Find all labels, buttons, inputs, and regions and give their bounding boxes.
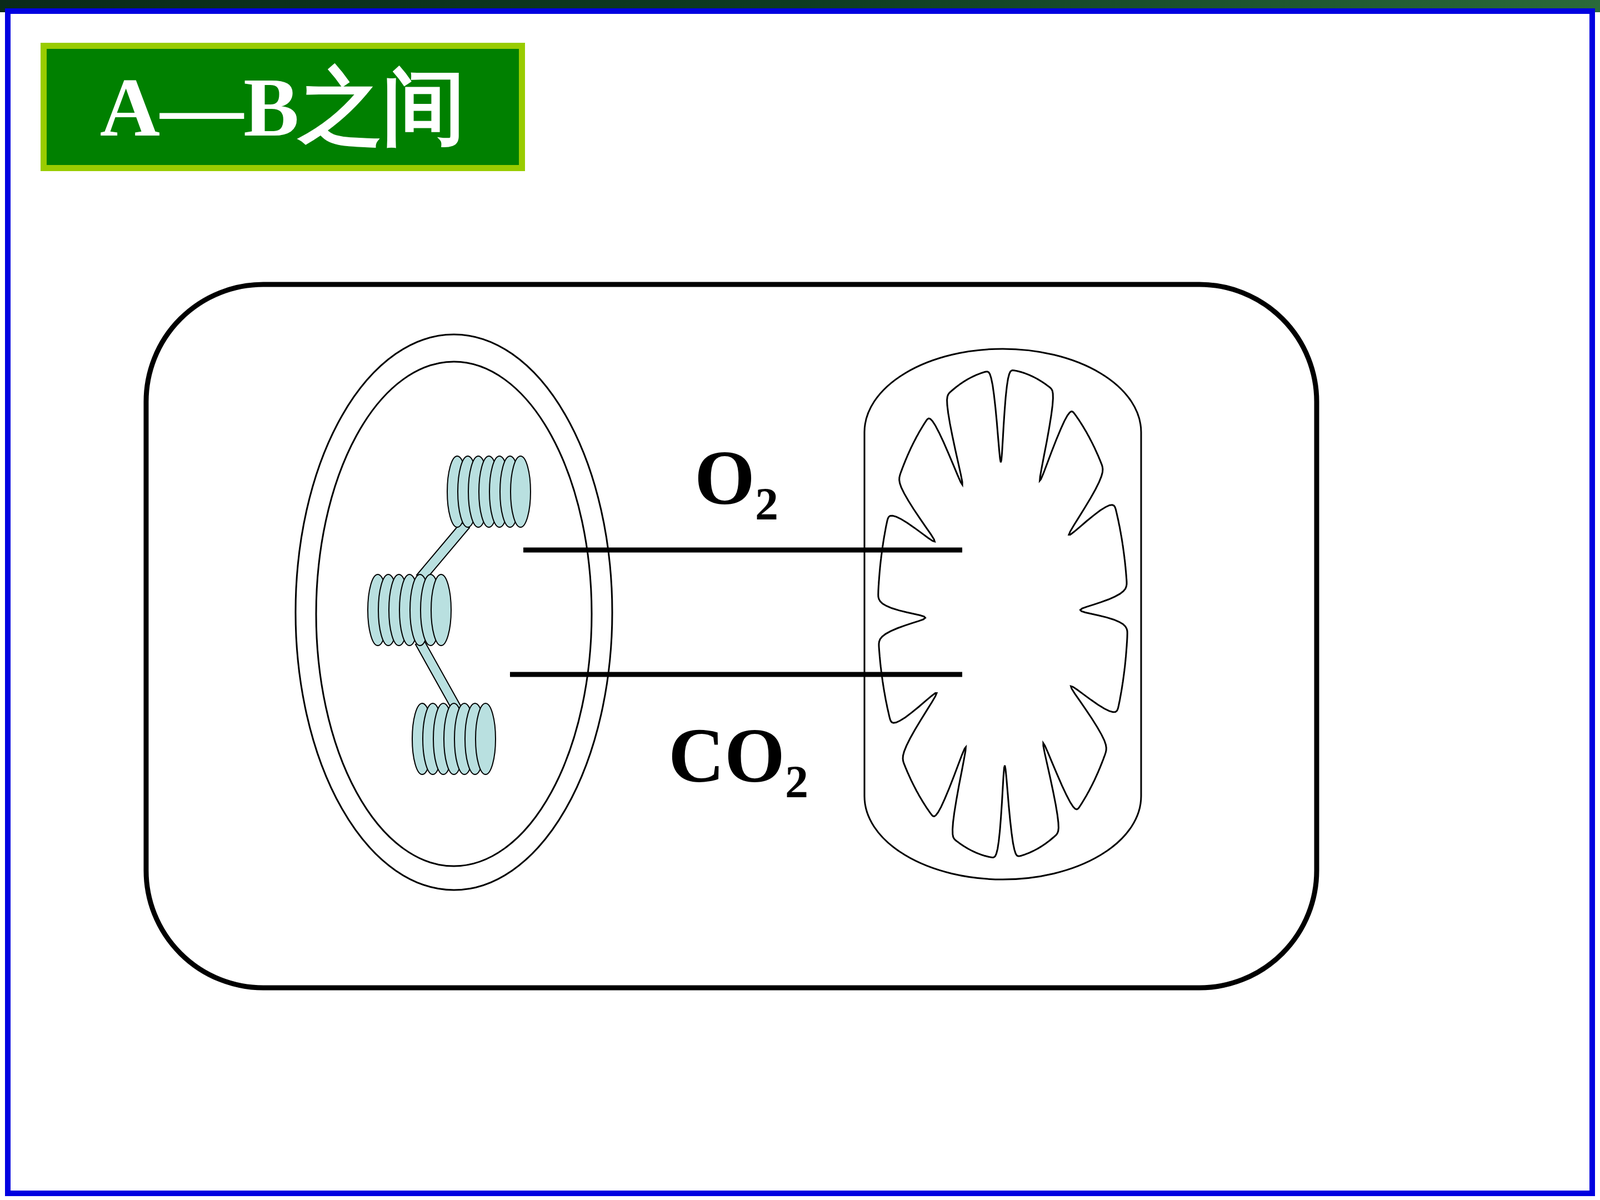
stroma-lamella <box>416 522 470 581</box>
stroma-lamella <box>415 640 462 712</box>
carbon-dioxide-arrow <box>510 672 963 678</box>
gas-label: CO₂ <box>668 716 809 795</box>
title-box: A—B之间 <box>40 42 525 172</box>
chloroplast-outer-membrane <box>295 334 613 890</box>
thylakoid-disc <box>475 703 496 775</box>
thylakoid-disc <box>431 574 452 646</box>
slide-frame <box>7 11 1593 1194</box>
cell-outline <box>146 284 1317 988</box>
chloroplast-inner-membrane <box>316 361 592 867</box>
gas-label: O₂ <box>694 438 779 517</box>
mitochondrion-outer-membrane <box>864 348 1142 880</box>
slide-title: A—B之间 <box>100 65 466 149</box>
grana <box>367 456 531 775</box>
mitochondrion-cristae <box>878 370 1128 858</box>
thylakoid-disc <box>510 456 531 528</box>
oxygen-arrow <box>523 547 963 553</box>
